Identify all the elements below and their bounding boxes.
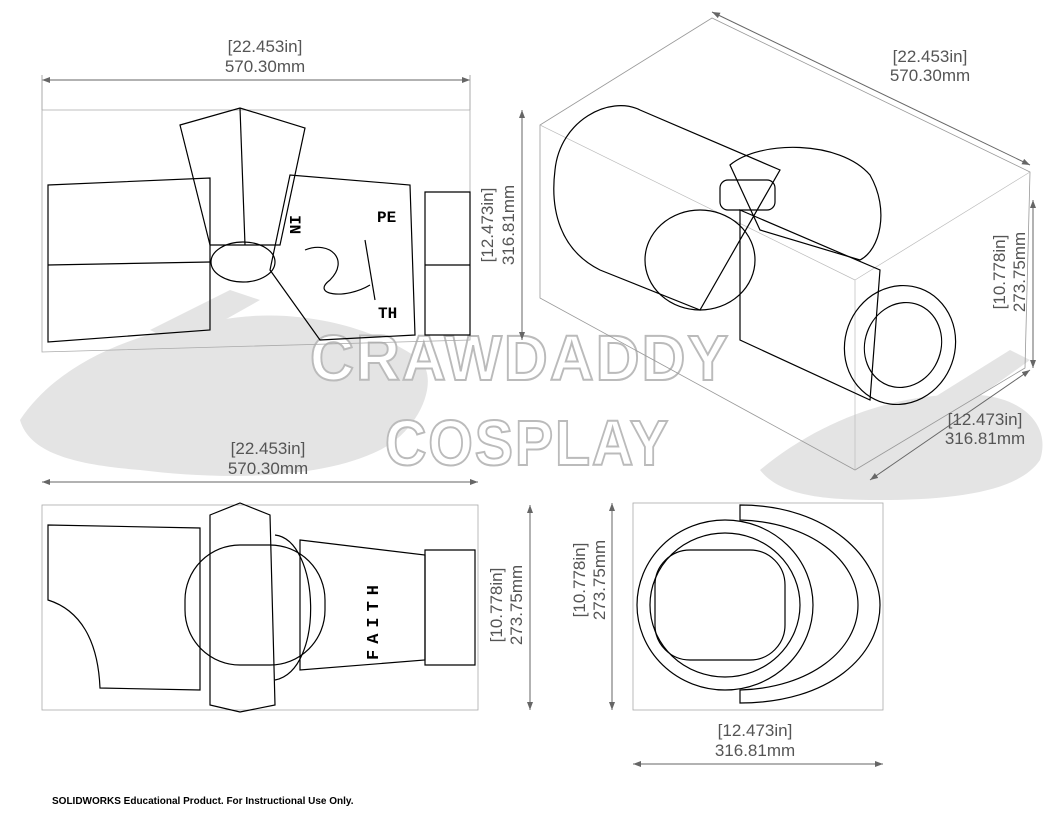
- side-height-dimension: [10.778in] 273.75mm: [570, 503, 615, 710]
- side-view: [632, 502, 884, 711]
- top-height-dimension: [12.473in] 316.81mm: [478, 110, 525, 340]
- svg-text:PE: PE: [377, 209, 396, 227]
- side-width-dimension: [12.473in] 316.81mm: [633, 721, 883, 767]
- svg-text:570.30mm: 570.30mm: [890, 66, 970, 85]
- front-width-dimension: [22.453in] 570.30mm: [42, 439, 478, 485]
- svg-text:273.75mm: 273.75mm: [1010, 232, 1029, 312]
- educational-notice: SOLIDWORKS Educational Product. For Inst…: [52, 796, 354, 807]
- svg-text:IN: IN: [285, 215, 303, 234]
- svg-text:273.75mm: 273.75mm: [590, 540, 609, 620]
- front-height-dimension: [10.778in] 273.75mm: [487, 505, 533, 710]
- svg-text:316.81mm: 316.81mm: [945, 429, 1025, 448]
- svg-text:[10.778in]: [10.778in]: [487, 568, 506, 643]
- iso-height-dimension: [10.778in] 273.75mm: [990, 200, 1036, 368]
- svg-text:COSPLAY: COSPLAY: [385, 407, 670, 479]
- iso-length-dimension: [22.453in] 570.30mm: [711, 11, 1031, 166]
- svg-text:CRAWDADDY: CRAWDADDY: [310, 322, 730, 394]
- svg-text:273.75mm: 273.75mm: [507, 565, 526, 645]
- watermark-logo: CRAWDADDY COSPLAY: [309, 321, 730, 480]
- top-view-labels: IN PE TH: [285, 209, 397, 323]
- svg-text:[10.778in]: [10.778in]: [570, 543, 589, 618]
- front-view: [41, 502, 479, 713]
- svg-text:570.30mm: 570.30mm: [225, 57, 305, 76]
- svg-text:TH: TH: [378, 305, 397, 323]
- svg-text:[12.473in]: [12.473in]: [718, 721, 793, 740]
- svg-text:316.81mm: 316.81mm: [499, 185, 518, 265]
- svg-text:570.30mm: 570.30mm: [228, 459, 308, 478]
- svg-text:[10.778in]: [10.778in]: [990, 235, 1009, 310]
- iso-depth-dimension: [12.473in] 316.81mm: [869, 369, 1031, 481]
- svg-text:[22.453in]: [22.453in]: [228, 37, 303, 56]
- svg-text:[12.473in]: [12.473in]: [948, 410, 1023, 429]
- svg-text:[12.473in]: [12.473in]: [478, 188, 497, 263]
- top-width-dimension: [22.453in] 570.30mm: [41, 37, 471, 110]
- top-view: [41, 107, 471, 353]
- svg-text:[22.453in]: [22.453in]: [231, 439, 306, 458]
- svg-text:[22.453in]: [22.453in]: [893, 47, 968, 66]
- front-view-engraving: FAITH: [365, 579, 384, 660]
- svg-text:316.81mm: 316.81mm: [715, 741, 795, 760]
